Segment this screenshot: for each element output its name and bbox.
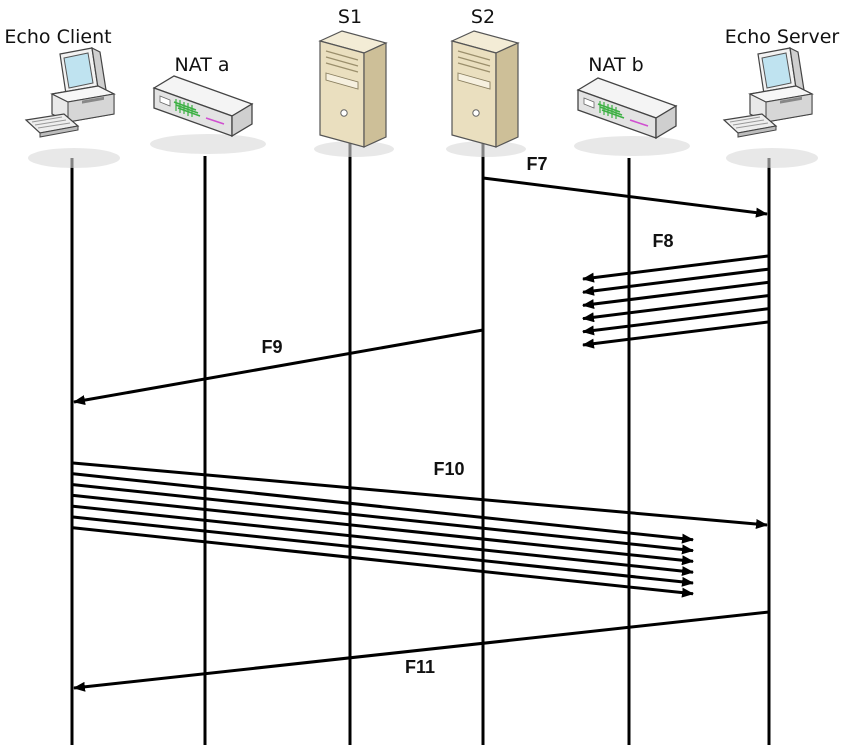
arrow-f7 <box>482 176 768 218</box>
desktop-computer-icon <box>723 47 819 169</box>
arrow-f8-2 <box>582 267 769 296</box>
arrow-f8-3 <box>582 280 769 310</box>
participant-label-nat-a: NAT a <box>174 54 229 76</box>
participant-label-nat-b: NAT b <box>588 54 643 76</box>
server-tower-icon <box>445 30 527 158</box>
arrow-f10-7 <box>72 526 694 598</box>
participant-label-s1: S1 <box>338 6 362 28</box>
participant-icons <box>25 30 819 169</box>
message-label-f10: F10 <box>433 459 464 479</box>
message-f8: F8 <box>582 231 769 349</box>
arrow-f10-2 <box>72 472 694 544</box>
message-f10: F10 <box>72 459 768 598</box>
arrow-f10-6 <box>72 515 694 587</box>
arrow-f8-5 <box>582 307 769 336</box>
arrow-f10-3 <box>72 483 694 555</box>
participant-label-s2: S2 <box>471 6 495 28</box>
arrow-f9 <box>73 328 484 406</box>
arrow-f10-5 <box>72 504 694 577</box>
message-label-f7: F7 <box>526 154 547 174</box>
arrow-f8-4 <box>582 294 769 323</box>
server-tower-icon <box>313 30 395 158</box>
arrow-f10-4 <box>72 493 694 566</box>
message-f7: F7 <box>482 154 768 218</box>
nat-router-icon <box>149 75 267 155</box>
nat-router-icon <box>573 77 691 157</box>
participant-label-echo-client: Echo Client <box>4 26 111 48</box>
lifelines <box>70 128 771 745</box>
message-label-f8: F8 <box>652 231 673 251</box>
arrow-f8-6 <box>582 320 769 349</box>
participant-label-echo-server: Echo Server <box>725 26 840 48</box>
message-f9: F9 <box>73 328 484 406</box>
arrow-f11 <box>73 610 770 692</box>
message-f11: F11 <box>73 610 770 692</box>
arrow-f10-1 <box>72 461 768 530</box>
message-label-f11: F11 <box>405 657 435 677</box>
arrow-f8-1 <box>582 254 769 283</box>
desktop-computer-icon <box>25 47 121 169</box>
message-label-f9: F9 <box>261 337 282 357</box>
